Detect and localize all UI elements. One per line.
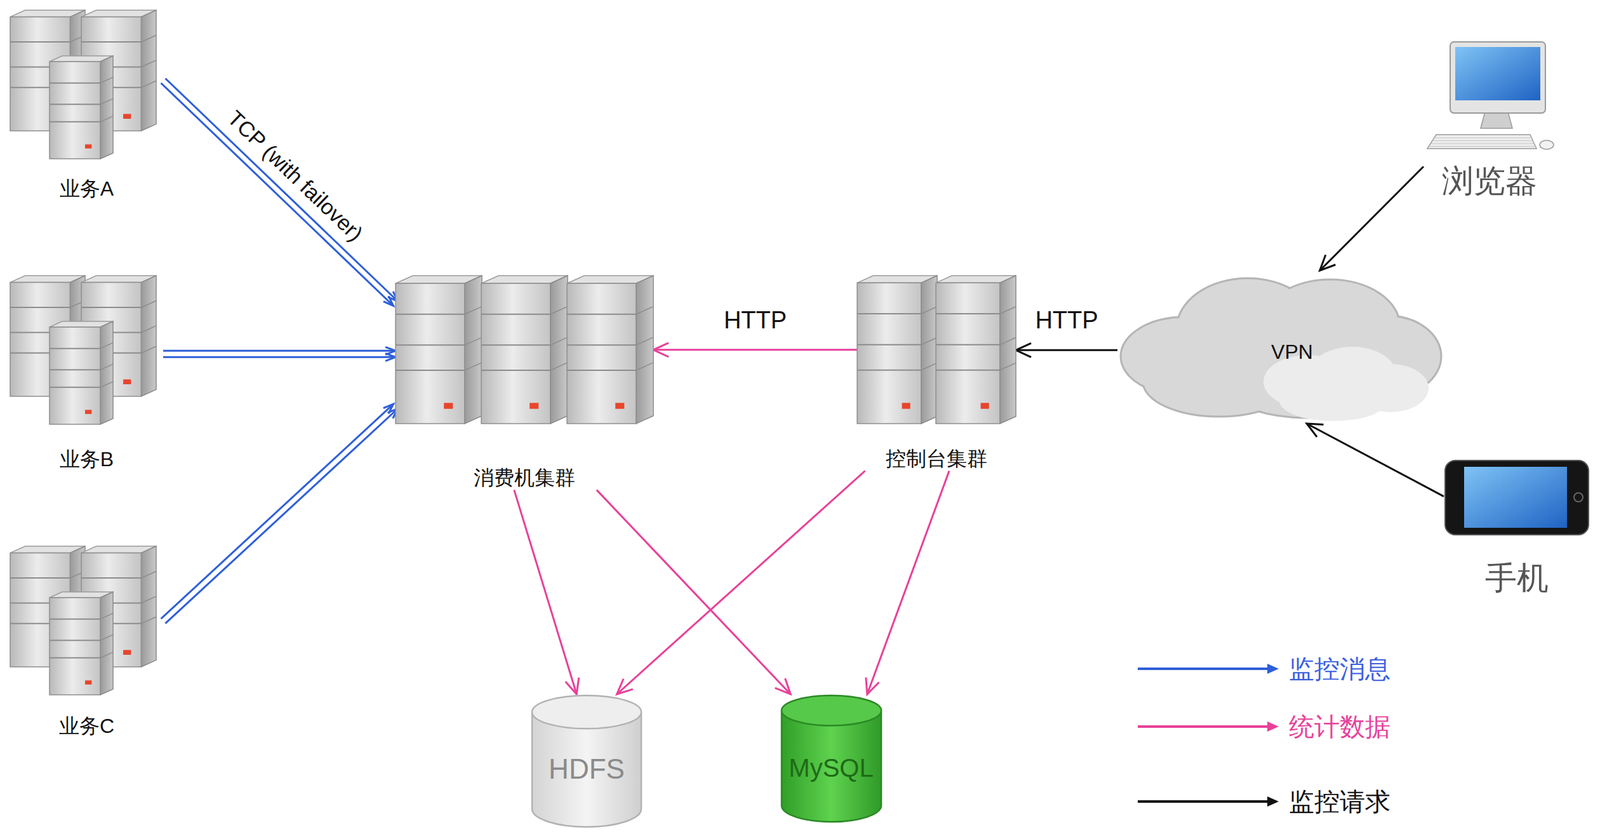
node-label: 业务A [10, 176, 164, 201]
connector-line [617, 470, 866, 694]
legend-line [1137, 725, 1270, 728]
node-icon [10, 10, 164, 159]
node-label: VPN [1271, 339, 1314, 364]
node-label: 消费机集群 [395, 465, 654, 490]
arrowhead [775, 678, 792, 694]
edge-label: TCP (with failover) [220, 103, 370, 248]
arrowhead [565, 677, 580, 694]
connector-line [596, 489, 791, 694]
business-cluster: 业务B [10, 275, 164, 472]
arrowhead [1015, 342, 1032, 357]
arrowhead [383, 295, 394, 306]
legend-arrowhead [1267, 663, 1279, 674]
node-icon [10, 546, 164, 695]
consumer-cluster: 消费机集群 [395, 275, 654, 490]
connector-line [653, 348, 858, 351]
connector-line [165, 78, 398, 302]
arrowhead [1320, 254, 1336, 271]
edge-label: HTTP [721, 306, 790, 335]
arrowhead [1306, 423, 1324, 437]
legend-sample [1137, 663, 1279, 674]
connector [653, 342, 858, 357]
connector [1015, 342, 1118, 357]
arrowhead [385, 353, 396, 361]
connector [617, 470, 866, 694]
node-icon [1443, 459, 1590, 536]
node-label: 控制台集群 [857, 446, 1016, 471]
connector [1306, 423, 1444, 497]
connector-line [867, 470, 950, 694]
legend-line [1137, 667, 1270, 670]
legend-sample [1137, 796, 1279, 807]
connector [163, 346, 396, 361]
legend-text: 统计数据 [1288, 709, 1391, 745]
node-label: 业务B [10, 446, 164, 472]
connector [161, 403, 399, 623]
vpn-cloud: VPN [1117, 270, 1444, 424]
mysql-database: MySQL [780, 693, 883, 822]
hdfs-storage: HDFS [530, 693, 643, 827]
connector-line [163, 349, 396, 352]
connector [1320, 166, 1424, 271]
connector-line [1320, 166, 1424, 271]
connector-line [163, 356, 396, 359]
phone-client: 手机 [1443, 459, 1590, 597]
connector-line [1015, 349, 1118, 352]
business-cluster: 业务A [10, 10, 164, 201]
console-cluster: 控制台集群 [857, 275, 1016, 471]
connector [514, 489, 580, 694]
legend-line [1137, 800, 1270, 803]
node-label: 手机 [1443, 558, 1590, 597]
node-label: 业务C [10, 713, 164, 738]
browser-client: 浏览器 [1423, 40, 1556, 200]
legend-arrowhead [1267, 796, 1279, 807]
arrowhead [866, 677, 880, 694]
connector [596, 489, 791, 694]
node-label: MySQL [788, 752, 874, 783]
arrowhead [617, 678, 634, 694]
connector [866, 470, 950, 694]
legend-arrowhead [1267, 721, 1279, 732]
connector-line [1306, 423, 1444, 497]
business-cluster: 业务C [10, 546, 164, 738]
legend-sample [1137, 721, 1279, 732]
node-label: HDFS [548, 752, 625, 787]
legend-text: 监控消息 [1288, 651, 1391, 687]
connector [161, 78, 399, 307]
connector-line [161, 403, 394, 619]
node-icon [10, 275, 164, 425]
arrowhead [653, 342, 669, 357]
connector-line [161, 83, 394, 307]
edge-label: HTTP [1032, 306, 1101, 335]
node-icon [857, 275, 1016, 424]
node-label: 浏览器 [1423, 161, 1556, 200]
connector-line [165, 408, 398, 623]
connector-line [514, 489, 577, 694]
node-icon [1423, 40, 1556, 152]
node-icon [395, 275, 654, 424]
legend-text: 监控请求 [1288, 784, 1391, 820]
